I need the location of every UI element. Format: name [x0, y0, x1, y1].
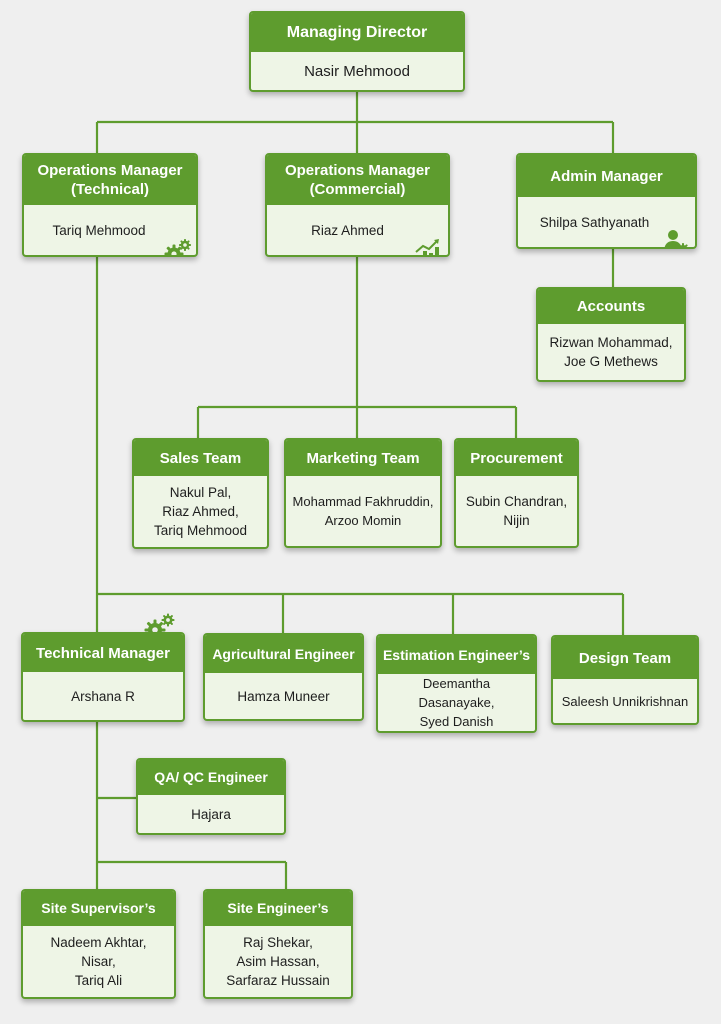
gears-icon	[164, 219, 192, 255]
node-title: Agricultural Engineer	[205, 635, 362, 673]
user-gear-icon	[662, 209, 690, 247]
node-name: Nadeem Akhtar, Nisar, Tariq Ali	[50, 935, 147, 988]
node-name: Tariq Mehmood	[52, 222, 146, 238]
node-title: Accounts	[538, 289, 684, 324]
node-title: Site Supervisor’s	[23, 891, 174, 926]
site-engineers-box: Site Engineer’s Raj Shekar, Asim Hassan,…	[203, 889, 353, 999]
node-title: QA/ QC Engineer	[138, 760, 284, 795]
node-title: Sales Team	[134, 440, 267, 476]
node-title: Technical Manager	[23, 634, 183, 672]
node-name: Arshana R	[71, 688, 135, 704]
node-name: Riaz Ahmed	[311, 222, 384, 238]
marketing-team-box: Marketing Team Mohammad Fakhruddin, Arzo…	[284, 438, 442, 548]
agricultural-engineer-box: Agricultural Engineer Hamza Muneer	[203, 633, 364, 721]
node-title: Procurement	[456, 440, 577, 476]
node-name: Raj Shekar, Asim Hassan, Sarfaraz Hussai…	[226, 935, 330, 988]
node-title: Marketing Team	[286, 440, 440, 476]
sales-team-box: Sales Team Nakul Pal, Riaz Ahmed, Tariq …	[132, 438, 269, 549]
site-supervisors-box: Site Supervisor’s Nadeem Akhtar, Nisar, …	[21, 889, 176, 999]
node-title: Operations Manager (Commercial)	[267, 155, 448, 205]
node-title: Design Team	[553, 637, 697, 679]
node-name: Saleesh Unnikrishnan	[561, 693, 689, 709]
node-title: Estimation Engineer’s	[378, 636, 535, 674]
node-title: Operations Manager (Technical)	[24, 155, 196, 205]
node-title: Managing Director	[251, 13, 463, 52]
node-name: Mohammad Fakhruddin, Arzoo Momin	[292, 494, 434, 528]
technical-manager-box: Technical Manager Arshana R	[21, 632, 185, 722]
node-name: Hajara	[191, 806, 231, 822]
design-team-box: Design Team Saleesh Unnikrishnan	[551, 635, 699, 725]
node-name: Nasir Mehmood	[304, 62, 410, 80]
procurement-box: Procurement Subin Chandran, Nijin	[454, 438, 579, 548]
node-name: Deemantha Dasanayake, Syed Danish	[418, 676, 495, 729]
admin-manager-box: Admin Manager Shilpa Sathyanath	[516, 153, 697, 249]
growth-chart-icon	[415, 219, 441, 255]
qa-qc-engineer-box: QA/ QC Engineer Hajara	[136, 758, 286, 835]
accounts-box: Accounts Rizwan Mohammad, Joe G Methews	[536, 287, 686, 382]
node-name: Subin Chandran, Nijin	[465, 494, 568, 528]
node-name: Rizwan Mohammad, Joe G Methews	[549, 335, 673, 369]
node-name: Hamza Muneer	[237, 688, 330, 704]
managing-director-box: Managing Director Nasir Mehmood	[249, 11, 465, 92]
estimation-engineers-box: Estimation Engineer’s Deemantha Dasanaya…	[376, 634, 537, 733]
operations-manager-technical-box: Operations Manager (Technical) Tariq Meh…	[22, 153, 198, 257]
node-name: Shilpa Sathyanath	[539, 214, 650, 230]
node-title: Admin Manager	[518, 155, 695, 197]
operations-manager-commercial-box: Operations Manager (Commercial) Riaz Ahm…	[265, 153, 450, 257]
node-title: Site Engineer’s	[205, 891, 351, 926]
node-name: Nakul Pal, Riaz Ahmed, Tariq Mehmood	[153, 485, 248, 538]
